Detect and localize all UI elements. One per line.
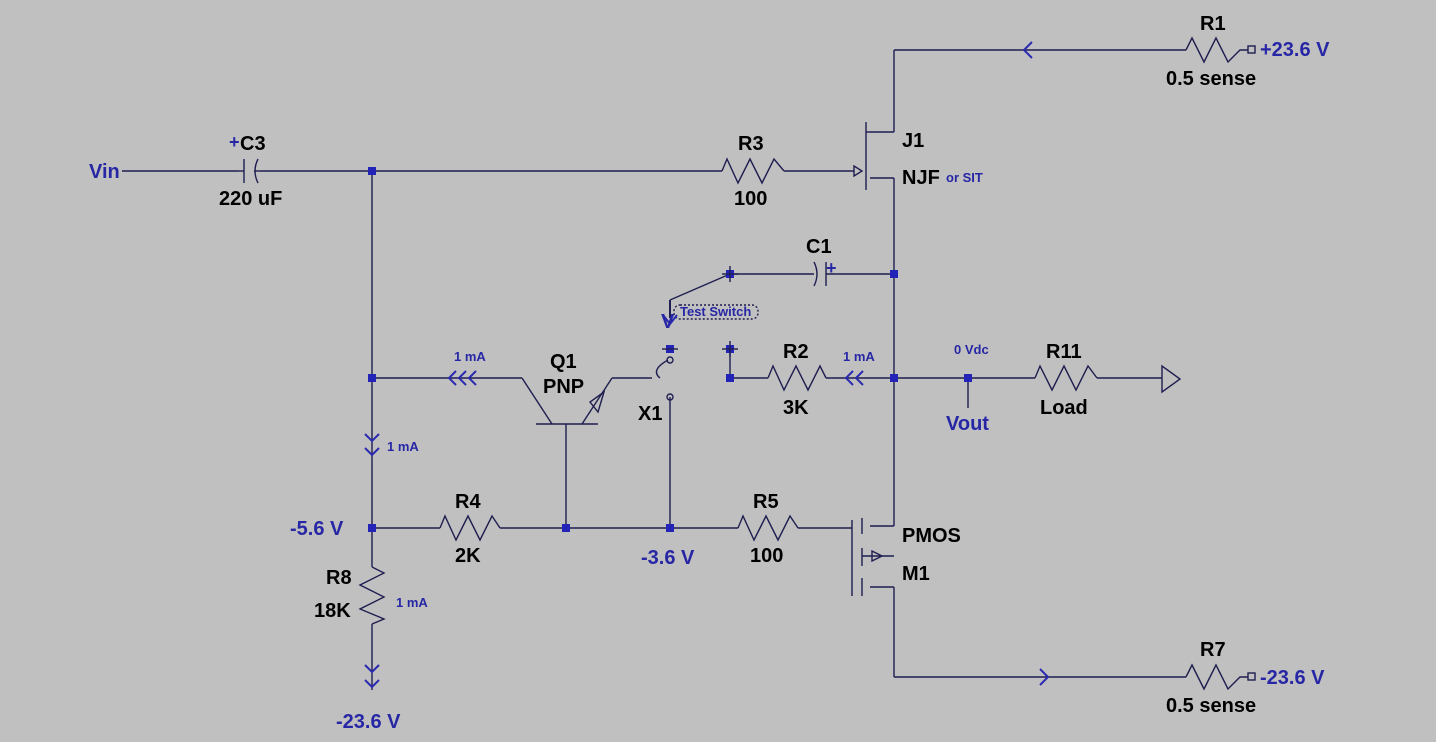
c3-ref: C3 xyxy=(240,133,266,155)
r1-supply-label: +23.6 V xyxy=(1260,39,1330,61)
r5-value: 100 xyxy=(750,545,783,567)
vout-label: Vout xyxy=(946,413,989,435)
r3-resistor xyxy=(721,157,785,185)
bottom-supply-label: -23.6 V xyxy=(336,711,401,733)
r7-port xyxy=(1247,672,1256,681)
q1-value: PNP xyxy=(543,376,584,398)
r7-ref: R7 xyxy=(1200,639,1226,661)
x1-switch-label: Test Switch xyxy=(680,304,751,319)
r8-current-label: 1 mA xyxy=(396,595,428,610)
r3-ref: R3 xyxy=(738,133,764,155)
r4-resistor xyxy=(439,514,501,542)
x1-v-label: V xyxy=(661,311,675,333)
r3-value: 100 xyxy=(734,188,767,210)
r2-resistor xyxy=(767,364,827,392)
output-terminal xyxy=(1161,364,1182,394)
r1-resistor xyxy=(1185,36,1248,64)
r11-value: Load xyxy=(1040,397,1088,419)
r8-value: 18K xyxy=(314,600,351,622)
wires xyxy=(122,49,1186,690)
r1-ref: R1 xyxy=(1200,13,1226,35)
q1-current-label: 1 mA xyxy=(454,349,486,364)
j1-value: NJF xyxy=(902,167,940,189)
r7-supply-label: -23.6 V xyxy=(1260,667,1325,689)
m1-value: PMOS xyxy=(902,525,961,547)
q1-pnp xyxy=(521,377,613,425)
vout-dc-label: 0 Vdc xyxy=(954,342,989,357)
r4-ref: R4 xyxy=(455,491,481,513)
r2-value: 3K xyxy=(783,397,809,419)
node-minus-3-6-label: -3.6 V xyxy=(641,547,695,569)
j1-ref: J1 xyxy=(902,130,924,152)
m1-pmos xyxy=(851,518,894,596)
c1-capacitor xyxy=(813,261,827,287)
j1-note: or SIT xyxy=(946,170,983,185)
r11-resistor xyxy=(1034,364,1098,392)
node-minus-5-6-label: -5.6 V xyxy=(290,518,344,540)
q1-ref: Q1 xyxy=(550,351,577,373)
r7-resistor xyxy=(1185,663,1248,691)
c3-value: 220 uF xyxy=(219,188,282,210)
left-branch-current-label: 1 mA xyxy=(387,439,419,454)
r5-resistor xyxy=(737,514,799,542)
r8-ref: R8 xyxy=(326,567,352,589)
r1-value: 0.5 sense xyxy=(1166,68,1256,90)
c1-plus-sign: + xyxy=(826,258,837,278)
vin-label: Vin xyxy=(89,161,120,183)
r11-ref: R11 xyxy=(1046,341,1082,363)
r2-ref: R2 xyxy=(783,341,809,363)
r4-value: 2K xyxy=(455,545,481,567)
m1-ref: M1 xyxy=(902,563,930,585)
r1-port xyxy=(1247,45,1256,54)
c1-ref: C1 xyxy=(806,236,832,258)
x1-ref: X1 xyxy=(638,403,662,425)
switch-crosshair-marks xyxy=(662,266,738,357)
j1-jfet xyxy=(853,122,870,190)
current-arrows xyxy=(364,41,1050,689)
r8-resistor xyxy=(358,566,386,625)
x1-test-switch xyxy=(655,300,759,401)
r5-ref: R5 xyxy=(753,491,779,513)
c3-plus-sign: + xyxy=(229,132,240,152)
r7-value: 0.5 sense xyxy=(1166,695,1256,717)
r2-current-label: 1 mA xyxy=(843,349,875,364)
c3-capacitor xyxy=(238,158,260,184)
